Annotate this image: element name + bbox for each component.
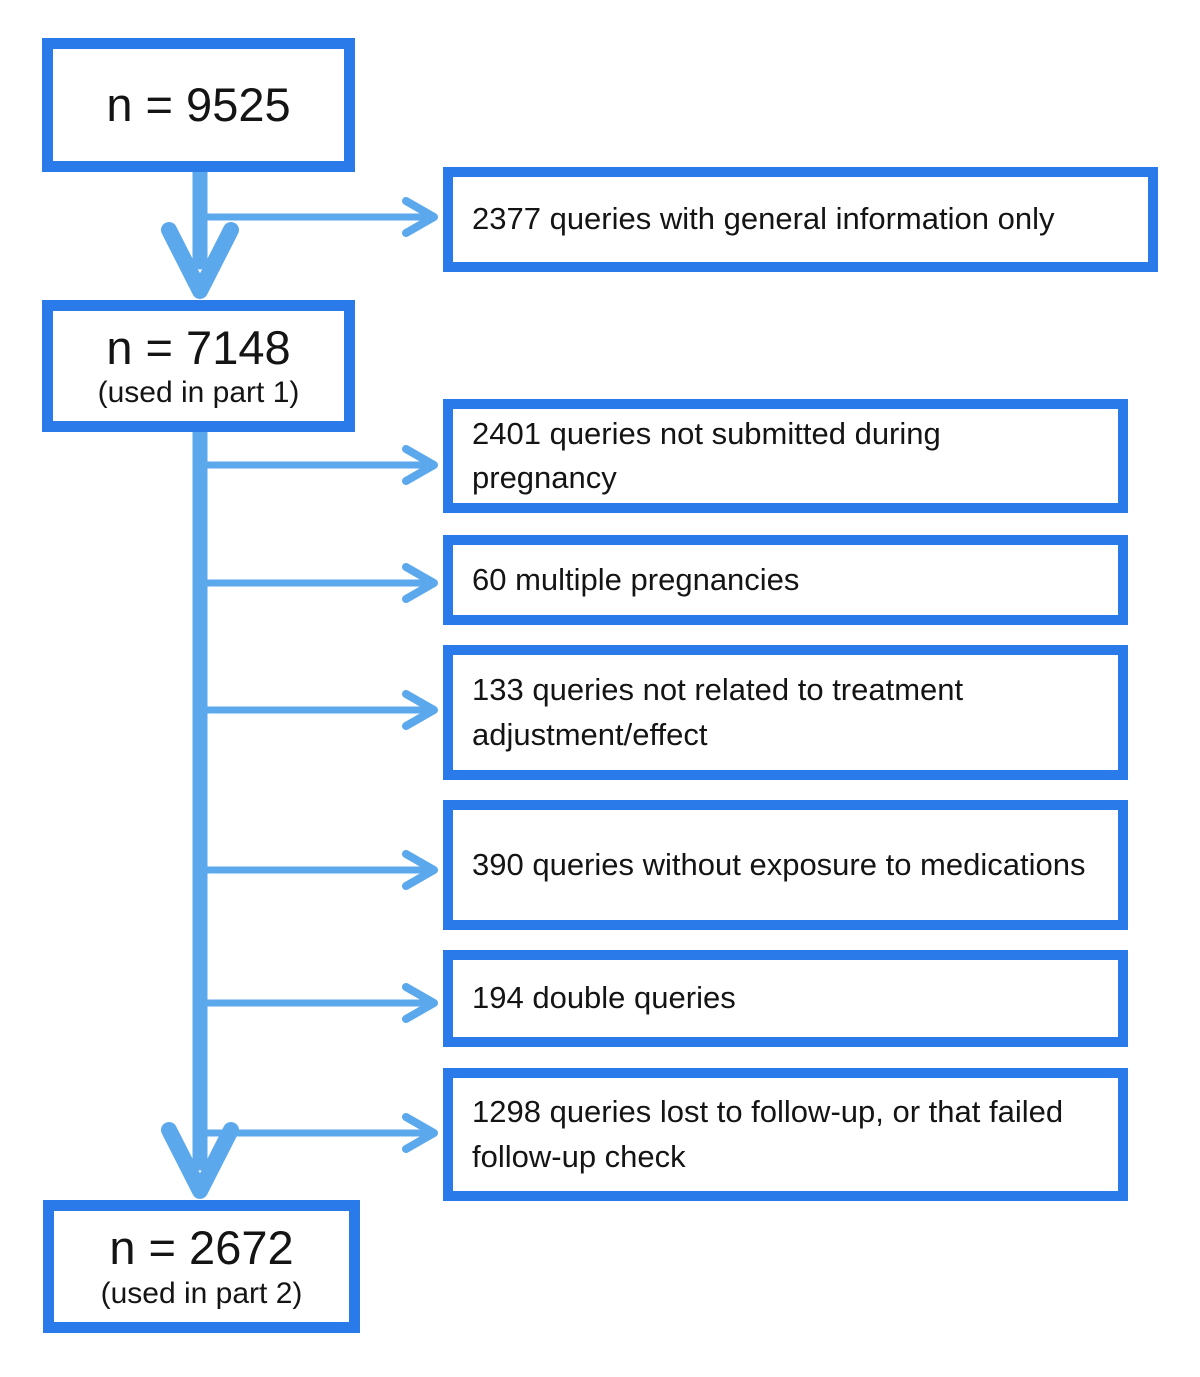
exclusion-box-not-during-pregnancy: 2401 queries not submitted during pregna…: [443, 399, 1128, 513]
exclusion-box-not-treatment-related: 133 queries not related to treatment adj…: [443, 645, 1128, 780]
arrow-to-exclusion-0: [196, 197, 438, 237]
exclusion-box-double-queries: 194 double queries: [443, 950, 1128, 1047]
exclusion-box-no-exposure: 390 queries without exposure to medicati…: [443, 800, 1128, 930]
node-total: n = 9525: [42, 38, 355, 172]
arrow-to-exclusion-1: [196, 445, 438, 485]
exclusion-label: 390 queries without exposure to medicati…: [472, 846, 1086, 882]
exclusion-box-general-info: 2377 queries with general information on…: [443, 167, 1158, 272]
exclusion-label: 133 queries not related to treatment adj…: [472, 672, 964, 752]
node-part2-value: n = 2672: [109, 1221, 294, 1275]
arrow-to-exclusion-2: [196, 563, 438, 603]
exclusion-label: 194 double queries: [472, 980, 736, 1016]
node-part2-note: (used in part 2): [100, 1276, 303, 1310]
arrow-to-exclusion-4: [196, 850, 438, 890]
node-part2: n = 2672 (used in part 2): [43, 1200, 360, 1333]
exclusion-label: 60 multiple pregnancies: [472, 561, 800, 597]
node-part1-value: n = 7148: [106, 320, 291, 374]
node-part1-note: (used in part 1): [97, 376, 300, 410]
exclusion-label: 2401 queries not submitted during pregna…: [472, 415, 941, 495]
exclusion-label: 2377 queries with general information on…: [472, 201, 1055, 237]
exclusion-label: 1298 queries lost to follow-up, or that …: [472, 1094, 1064, 1174]
exclusion-box-lost-to-followup: 1298 queries lost to follow-up, or that …: [443, 1068, 1128, 1201]
node-total-value: n = 9525: [106, 77, 291, 131]
arrow-total-to-part1: [161, 164, 239, 299]
arrow-to-exclusion-5: [196, 983, 438, 1023]
arrow-part1-to-part2: [161, 424, 239, 1199]
arrow-to-exclusion-6: [196, 1113, 438, 1153]
arrow-to-exclusion-3: [196, 690, 438, 730]
exclusion-box-multiple-pregnancies: 60 multiple pregnancies: [443, 535, 1128, 625]
node-part1: n = 7148 (used in part 1): [42, 300, 355, 432]
